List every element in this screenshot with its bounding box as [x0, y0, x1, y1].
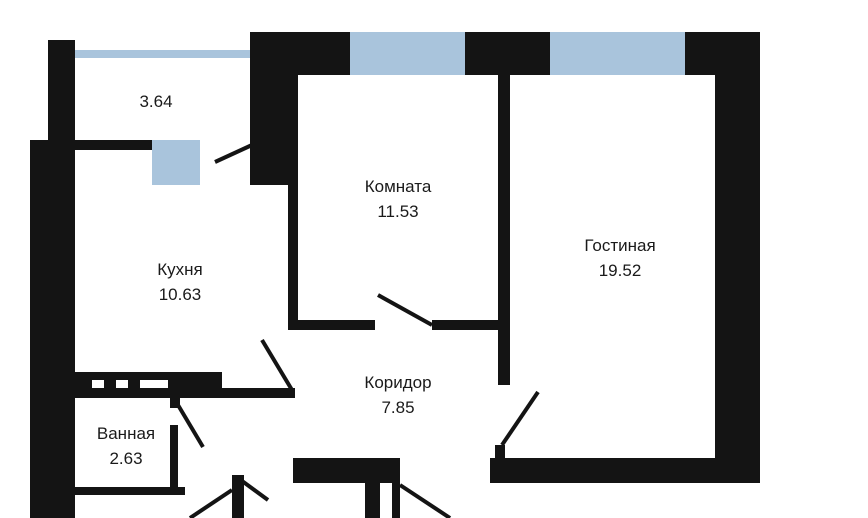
room-bathroom-label: Ванная 2.63: [97, 421, 155, 471]
windows: [75, 32, 685, 185]
doors: [176, 143, 540, 518]
room-name: Коридор: [364, 373, 432, 392]
vent-openings: [92, 380, 168, 388]
balcony-label: 3.64: [139, 89, 172, 114]
room-kitchen-label: Кухня 10.63: [157, 257, 203, 307]
room-name: Гостиная: [584, 236, 656, 255]
room-area: 10.63: [158, 285, 202, 304]
room-name: Комната: [364, 177, 432, 196]
room-area: 19.52: [598, 261, 642, 280]
balcony-area: 3.64: [139, 92, 173, 111]
walls: [30, 32, 760, 518]
room-corridor-label: Коридор 7.85: [364, 370, 431, 420]
room-area: 11.53: [377, 202, 419, 221]
room-komnata-label: Комната 11.53: [365, 174, 432, 224]
room-area: 2.63: [109, 449, 143, 468]
room-name: Кухня: [157, 260, 203, 279]
room-name: Ванная: [96, 424, 156, 443]
room-area: 7.85: [381, 398, 415, 417]
room-living-label: Гостиная 19.52: [584, 233, 655, 283]
